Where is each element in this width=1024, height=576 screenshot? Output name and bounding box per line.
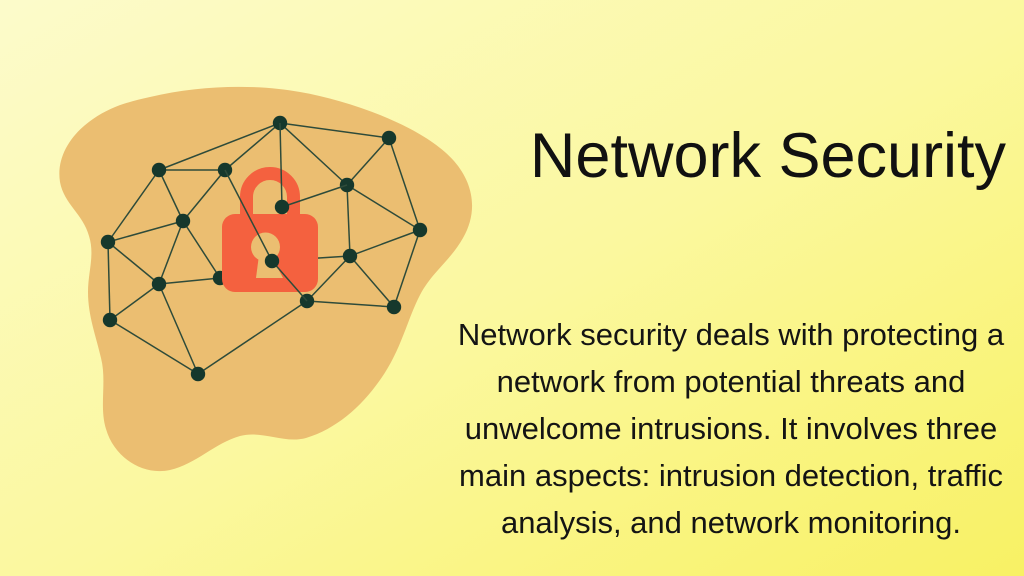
network-nodes	[100, 115, 428, 382]
slide-body: Network security deals with protecting a…	[457, 317, 1005, 540]
network-nodes-over-lock	[264, 199, 290, 269]
network-edges-over-lock	[224, 122, 348, 302]
slide-title: Network Security	[529, 121, 1007, 191]
padlock-shackle	[240, 167, 300, 218]
